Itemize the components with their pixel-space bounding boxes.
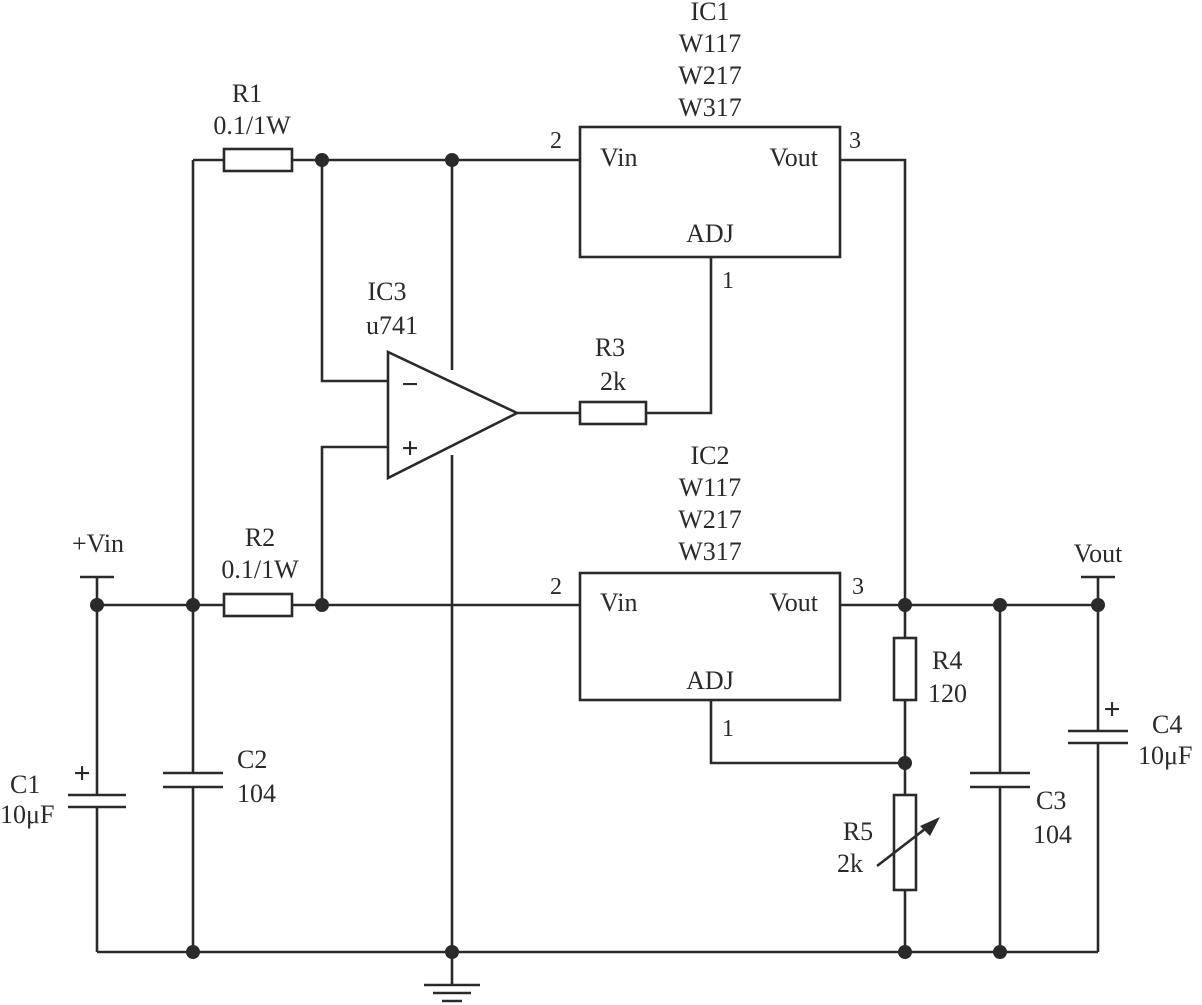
opamp-minus-sign: − bbox=[401, 368, 418, 401]
ic1-adj-label: ADJ bbox=[686, 219, 734, 248]
junction-dot bbox=[993, 598, 1007, 612]
junction-dot bbox=[186, 598, 200, 612]
capacitor-c3 bbox=[970, 771, 1030, 789]
c3-name: C3 bbox=[1036, 786, 1066, 815]
ic2-type: W317 bbox=[678, 537, 742, 566]
ic1-pin-in: 2 bbox=[550, 128, 562, 154]
capacitor-c4 bbox=[1068, 729, 1128, 745]
vin-terminal-label: +Vin bbox=[72, 529, 124, 558]
junctions bbox=[90, 153, 1105, 959]
c1-value: 10μF bbox=[0, 800, 54, 829]
resistor-r3 bbox=[578, 400, 648, 426]
vout-terminal-label: Vout bbox=[1074, 539, 1123, 568]
wire-opamp-plus bbox=[320, 445, 388, 605]
c2-value: 104 bbox=[237, 779, 276, 808]
capacitor-c2 bbox=[163, 771, 223, 789]
c1-polarity: + bbox=[73, 757, 90, 790]
r2-name: R2 bbox=[245, 523, 275, 552]
ic1-regulator bbox=[578, 125, 842, 259]
ic1-type: W317 bbox=[678, 93, 742, 122]
ic2-adj-label: ADJ bbox=[686, 666, 734, 695]
ic2-type: W117 bbox=[679, 473, 742, 502]
junction-dot bbox=[993, 945, 1007, 959]
junction-dot bbox=[898, 598, 912, 612]
ic3-opamp bbox=[386, 349, 520, 481]
r5-value: 2k bbox=[837, 849, 863, 878]
ic1-vout-label: Vout bbox=[769, 143, 818, 172]
junction-dot bbox=[445, 153, 459, 167]
wire-adj2-to-node bbox=[709, 700, 905, 765]
junction-dot bbox=[315, 598, 329, 612]
ic1-pin-out: 3 bbox=[849, 128, 861, 154]
resistor-r5 bbox=[892, 793, 918, 892]
ic1-type: W217 bbox=[678, 61, 742, 90]
resistor-r4 bbox=[892, 636, 918, 702]
ic1-vin-label: Vin bbox=[600, 143, 637, 172]
wires bbox=[80, 158, 1115, 985]
ground-symbol bbox=[424, 983, 480, 1003]
ic2-vout-label: Vout bbox=[769, 588, 818, 617]
r2-value: 0.1/1W bbox=[221, 555, 299, 584]
junction-dot bbox=[90, 598, 104, 612]
wire-opamp-minus bbox=[320, 160, 388, 383]
r1-name: R1 bbox=[232, 79, 262, 108]
wire-r3-to-adj1 bbox=[646, 257, 713, 415]
c1-name: C1 bbox=[10, 770, 40, 799]
junction-dot bbox=[898, 756, 912, 770]
ic3-name: IC3 bbox=[368, 277, 407, 306]
junction-dot bbox=[186, 945, 200, 959]
junction-dot bbox=[315, 153, 329, 167]
junction-dot bbox=[898, 945, 912, 959]
capacitor-c1 bbox=[68, 793, 126, 809]
resistor-r1 bbox=[222, 147, 294, 173]
ic2-pin-out: 3 bbox=[852, 574, 864, 600]
ic1-name: IC1 bbox=[691, 0, 730, 26]
ic3-type: u741 bbox=[366, 311, 418, 340]
resistor-r2 bbox=[222, 592, 294, 618]
c4-name: C4 bbox=[1152, 710, 1182, 739]
r3-value: 2k bbox=[600, 367, 626, 396]
wire-ic1-out bbox=[840, 158, 907, 638]
opamp-plus-sign: + bbox=[401, 432, 418, 465]
r1-value: 0.1/1W bbox=[213, 111, 291, 140]
c4-polarity: + bbox=[1103, 693, 1120, 726]
ic2-name: IC2 bbox=[691, 441, 730, 470]
variable-arrow-icon bbox=[876, 817, 940, 868]
ic2-type: W217 bbox=[678, 505, 742, 534]
r5-name: R5 bbox=[843, 817, 873, 846]
r4-name: R4 bbox=[932, 646, 962, 675]
junction-dot bbox=[1091, 598, 1105, 612]
ic2-vin-label: Vin bbox=[600, 588, 637, 617]
r4-value: 120 bbox=[928, 679, 967, 708]
ic1-pin-adj: 1 bbox=[722, 268, 734, 294]
junction-dot bbox=[445, 945, 459, 959]
c2-name: C2 bbox=[237, 745, 267, 774]
ic1-type: W117 bbox=[679, 29, 742, 58]
c4-value: 10μF bbox=[1138, 741, 1192, 770]
ic2-pin-in: 2 bbox=[550, 574, 562, 600]
c3-value: 104 bbox=[1033, 820, 1072, 849]
ic2-pin-adj: 1 bbox=[722, 716, 734, 742]
r3-name: R3 bbox=[595, 333, 625, 362]
ic2-regulator bbox=[578, 571, 842, 702]
